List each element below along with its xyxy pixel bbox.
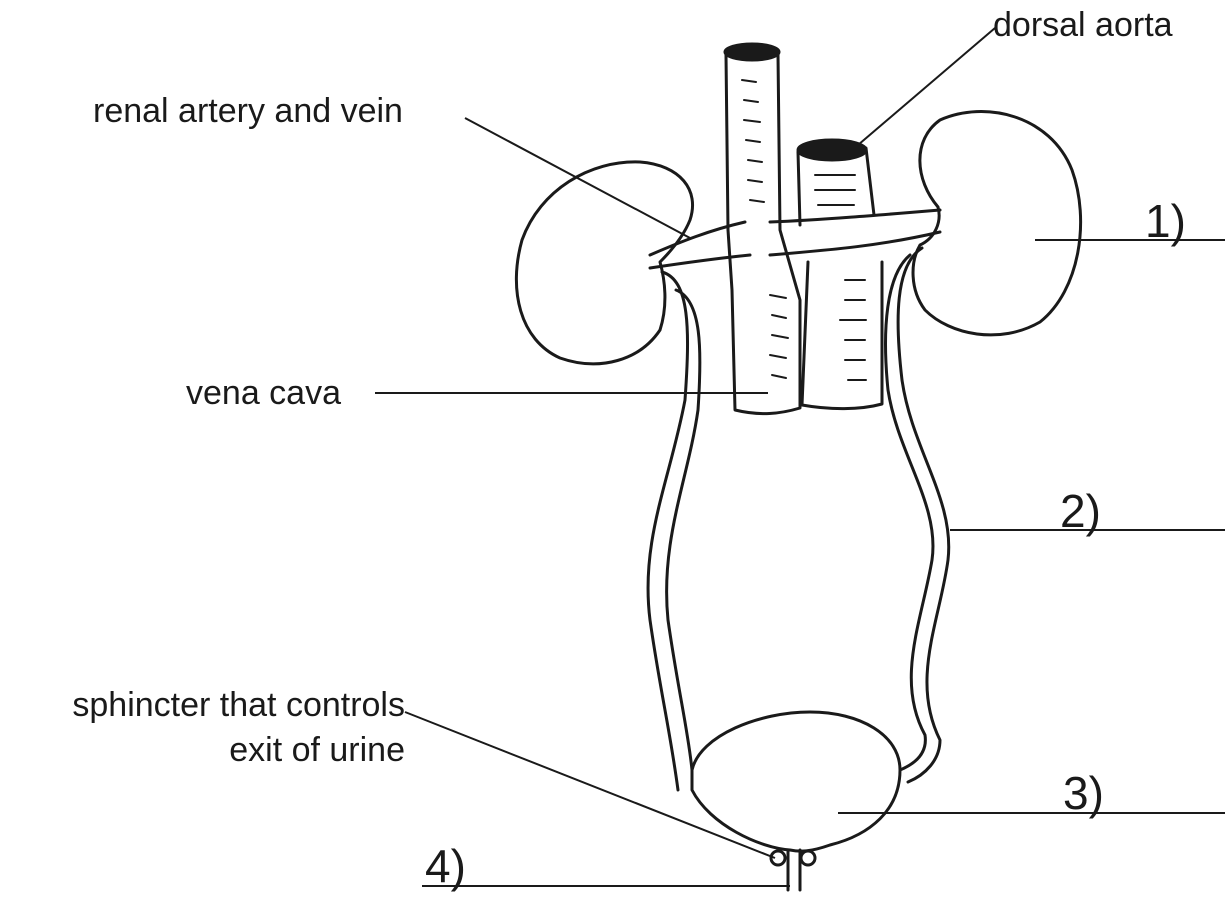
label-dorsal-aorta: dorsal aorta [993,6,1173,45]
sphincter-leader [405,712,775,858]
renal-leader [465,118,690,238]
label-sphincter-line1: sphincter that controls [8,686,405,725]
right-kidney [913,112,1081,335]
vena-cava-top [725,44,779,60]
dorsal-aorta-top [798,140,866,160]
dorsal-aorta [798,148,882,409]
blank-1-label: 1) [1145,198,1186,244]
sphincter-right [801,851,815,865]
left-ureter [648,272,700,790]
blank-3-label: 3) [1063,770,1104,816]
dorsal-aorta-leader [858,28,995,145]
urethra [788,850,800,890]
left-renal-vessels [650,222,750,268]
blank-4-label: 4) [425,843,466,889]
blank-2-label: 2) [1060,488,1101,534]
label-vena-cava: vena cava [186,374,341,413]
right-ureter [886,248,949,782]
right-renal-vessels [770,210,940,255]
vena-cava [726,55,800,414]
bladder [692,712,900,851]
label-sphincter-line2: exit of urine [8,731,405,770]
label-renal-artery-vein: renal artery and vein [93,92,403,131]
